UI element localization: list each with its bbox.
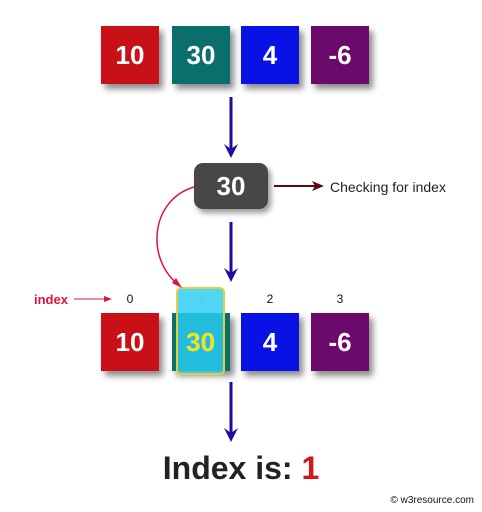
index-label: index	[34, 292, 68, 307]
search-value-box: 30	[194, 163, 268, 209]
checking-label: Checking for index	[330, 179, 446, 195]
index-number-2: 2	[266, 292, 274, 306]
result-prefix: Index is:	[162, 450, 293, 486]
arrow-curve-to-match	[156, 186, 195, 288]
top-array-cell-0: 10	[101, 26, 159, 84]
index-number-0: 0	[126, 292, 134, 306]
top-array-cell-1: 30	[172, 26, 230, 84]
result-text: Index is: 1	[0, 450, 482, 487]
index-number-3: 3	[336, 292, 344, 306]
match-highlight-value: 30	[186, 326, 215, 357]
bottom-array-cell-3: -6	[311, 313, 369, 371]
top-array-cell-2: 4	[241, 26, 299, 84]
arrow-down-1	[224, 97, 238, 158]
result-value: 1	[301, 450, 320, 486]
credit-watermark: © w3resource.com	[390, 495, 474, 506]
arrow-down-2	[224, 222, 238, 282]
match-highlight	[176, 287, 225, 375]
top-array-cell-3: -6	[311, 26, 369, 84]
arrow-right-checking	[274, 181, 324, 191]
bottom-array-cell-2: 4	[241, 313, 299, 371]
bottom-array-cell-0: 10	[101, 313, 159, 371]
arrow-index-label	[74, 296, 112, 302]
arrow-down-3	[224, 382, 238, 442]
